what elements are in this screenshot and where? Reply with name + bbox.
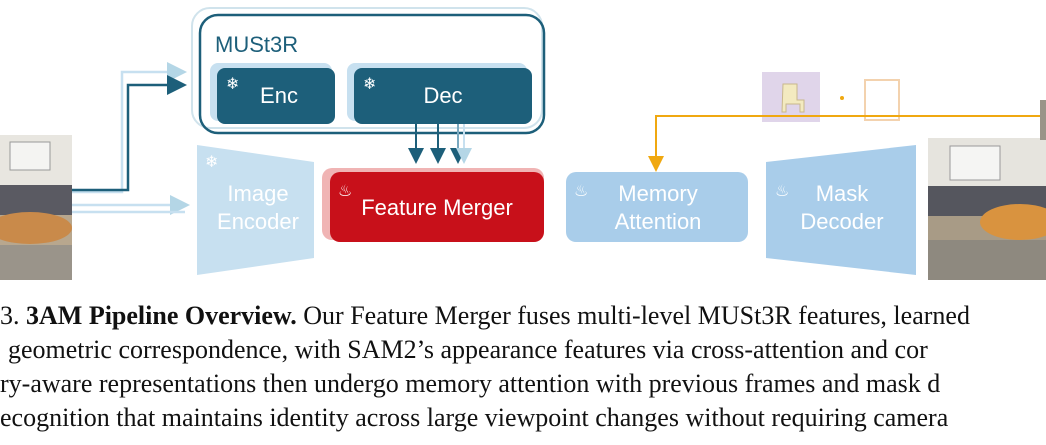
enc-block: ❄ Enc (210, 63, 335, 124)
memory-attention-line2: Attention (615, 209, 702, 234)
caption-title: 3AM Pipeline Overview. (26, 301, 297, 330)
memory-attention-block: ♨ Memory Attention (566, 172, 748, 242)
caption-line-4: ecognition that maintains identity acros… (0, 403, 949, 432)
output-image-photo (928, 100, 1046, 280)
caption-line-2: geometric correspondence, with SAM2’s ap… (8, 335, 928, 364)
must3r-ghost-label: MUSt3R (208, 18, 291, 43)
mask-decoder-line1: Mask (816, 181, 870, 206)
enc-label: Enc (260, 83, 298, 108)
caption-line-3: ry-aware representations then undergo me… (0, 369, 941, 398)
feature-merger-label: Feature Merger (361, 195, 513, 220)
snowflake-icon: ❄ (363, 74, 376, 93)
image-encoder-line1: Image (227, 181, 288, 206)
feature-merger-block: ♨ Feature Merger (322, 168, 544, 242)
mask-decoder-line2: Decoder (800, 209, 883, 234)
dec-label: Dec (423, 83, 462, 108)
prompt-point (840, 96, 844, 100)
memory-feedback-arrow (648, 115, 1046, 172)
dec-block: ❄ Dec (347, 63, 532, 124)
must3r-label: MUSt3R (215, 32, 298, 57)
prompt-thumbnails (762, 72, 900, 122)
memory-attention-line1: Memory (618, 181, 697, 206)
image-encoder-block: ❄ Image Encoder (197, 145, 314, 275)
flame-icon: ♨ (338, 181, 352, 200)
pipeline-diagram: MUSt3R MUSt3R ❄ Enc ❄ Dec ❄ Image Encode… (0, 7, 1046, 280)
caption-line-1-text: Our Feature Merger fuses multi-level MUS… (296, 301, 970, 330)
caption-figure-number: 3. (0, 301, 26, 330)
snowflake-icon: ❄ (205, 152, 218, 171)
must3r-block: MUSt3R MUSt3R ❄ Enc ❄ Dec (191, 7, 546, 135)
flame-icon: ♨ (775, 181, 789, 200)
mask-decoder-block: ♨ Mask Decoder (766, 145, 916, 275)
prompt-box (864, 79, 900, 121)
dec-to-merger-arrows (408, 124, 472, 164)
input-image-photo (0, 135, 72, 280)
input-arrows (72, 62, 190, 215)
image-encoder-line2: Encoder (217, 209, 299, 234)
caption-line-1: 3. 3AM Pipeline Overview. Our Feature Me… (0, 300, 970, 332)
flame-icon: ♨ (574, 181, 588, 200)
snowflake-icon: ❄ (226, 74, 239, 93)
